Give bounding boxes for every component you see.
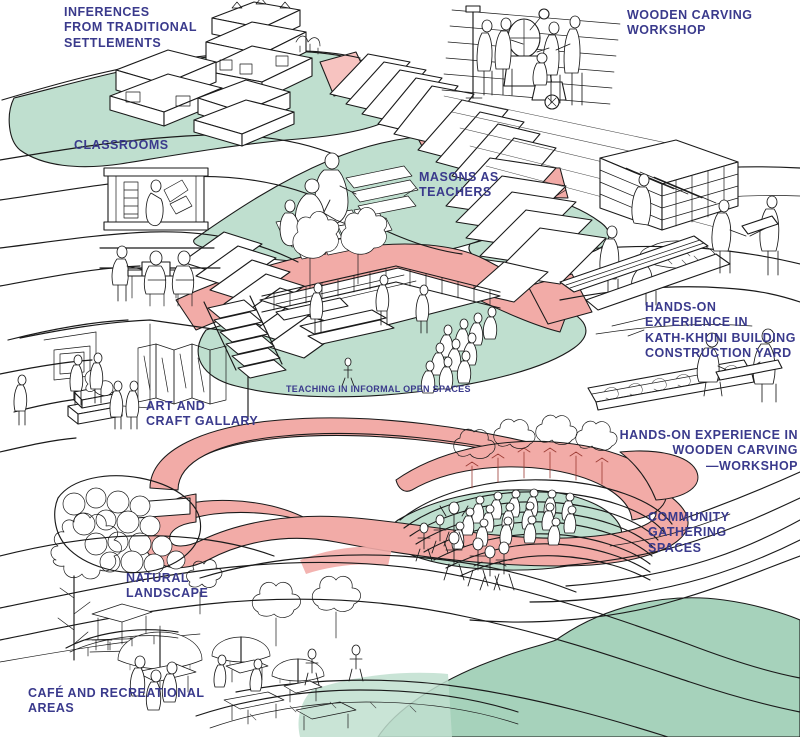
classroom-pavilion bbox=[99, 167, 221, 307]
wooden-carving-workshop-shed bbox=[441, 5, 727, 231]
cafe-recreational-area bbox=[65, 576, 519, 731]
carved-wooden-beam-demo bbox=[587, 328, 783, 411]
open-courtyard-teaching-space bbox=[259, 207, 501, 394]
kath-khuni-construction-yard bbox=[559, 139, 780, 311]
label-leader-lines bbox=[403, 187, 647, 337]
boulder-retaining-wall bbox=[54, 475, 202, 575]
art-and-craft-gallery bbox=[13, 295, 287, 430]
terrain-edges-foreground bbox=[0, 471, 800, 593]
conifer-tree-left bbox=[50, 512, 223, 661]
community-gathering-amphitheatre bbox=[399, 414, 673, 591]
traditional-slate-roof-houses bbox=[109, 0, 321, 147]
